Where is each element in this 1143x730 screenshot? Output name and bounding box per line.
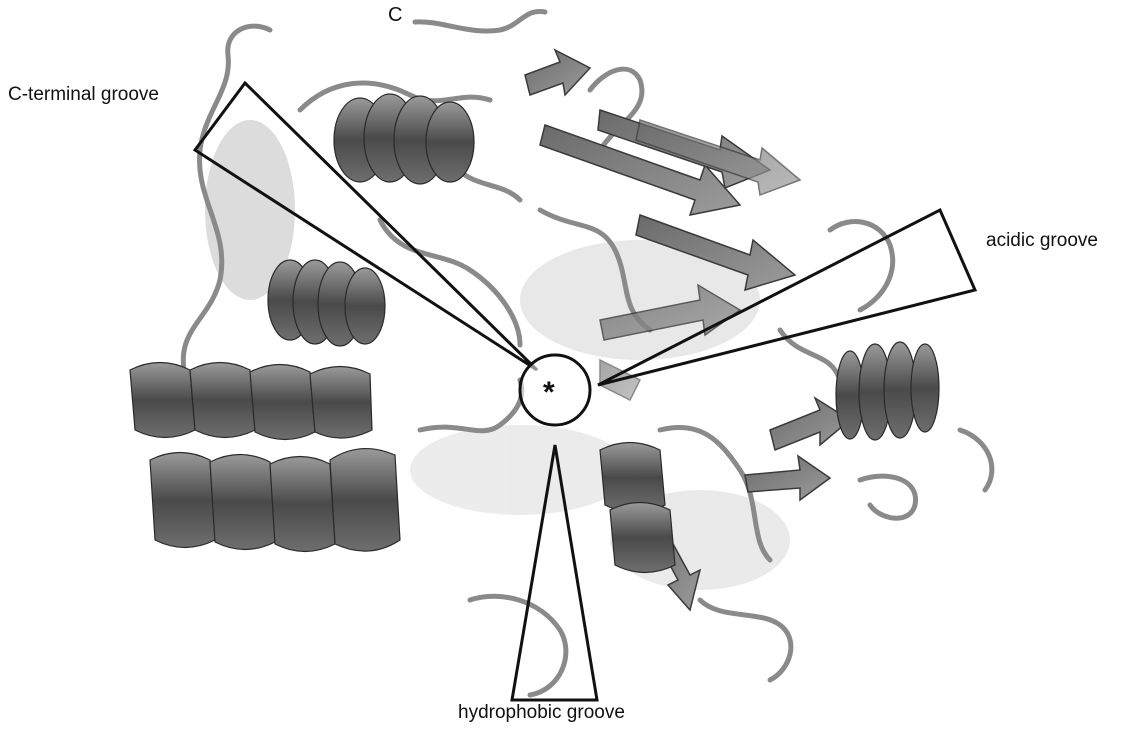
- c-terminal-groove-label: C-terminal groove: [8, 84, 159, 106]
- center-marker: *: [543, 376, 555, 410]
- helix-middle-left: [268, 260, 385, 346]
- helix-lower-right: [600, 443, 675, 573]
- c-terminus-label: C: [388, 4, 402, 27]
- acidic-groove-label: acidic groove: [986, 230, 1098, 252]
- helix-lower-left-lower: [150, 449, 400, 552]
- center-circle: [520, 355, 590, 425]
- helix-lower-left-upper: [130, 363, 372, 440]
- hydrophobic-groove-label: hydrophobic groove: [458, 702, 625, 724]
- helix-far-right: [836, 342, 939, 440]
- helix-top: [334, 94, 474, 184]
